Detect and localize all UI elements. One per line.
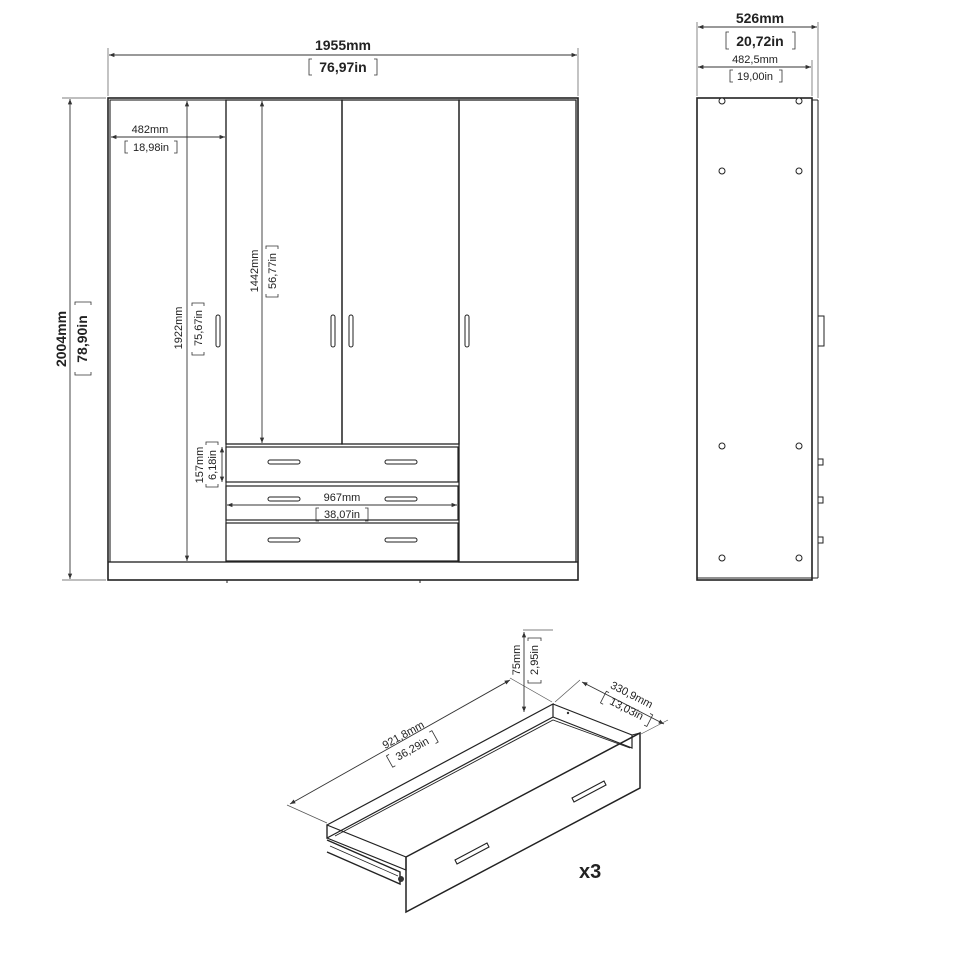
drawer-isometric-view: 921,8mm 36,29in 330,9mm 13,03in 75mm 2,9… [286, 629, 669, 914]
drawer-handle [384, 459, 418, 465]
total-depth-mm: 526mm [736, 10, 784, 26]
total-height-in: 78,90in [74, 315, 90, 362]
middle-right-door [341, 99, 460, 445]
shelf-hole [795, 167, 803, 175]
door-handle [215, 314, 221, 348]
front-view: 1955mm 76,97in 2004mm 78,90in 482mm 18,9… [53, 37, 579, 583]
drawer-handle [454, 842, 490, 865]
side-view: 526mm 20,72in 482,5mm 19,00in [696, 10, 825, 581]
drawer-handle [384, 496, 418, 502]
middle-door-height-mm: 1442mm [249, 250, 261, 293]
left-door-height-mm: 1922mm [173, 307, 185, 350]
shelf-hole [718, 442, 726, 450]
side-drawer-handle [818, 496, 824, 504]
drawer-depth-dimension-line [581, 681, 665, 725]
side-drawer-handle [818, 458, 824, 466]
total-depth-in: 20,72in [736, 33, 783, 49]
inner-depth-in: 19,00in [737, 71, 773, 83]
middle-left-door [225, 99, 343, 445]
drawer-height-in: 2,95in [529, 645, 541, 675]
drawer-handle [267, 496, 301, 502]
drawer-quantity: x3 [579, 861, 601, 883]
drawer-height-mm: 75mm [511, 645, 523, 676]
total-width-in: 76,97in [319, 59, 366, 75]
drawer-handle [267, 537, 301, 543]
drawer-length-dimension-line [289, 679, 511, 805]
wardrobe-carcass [107, 97, 579, 581]
door-handle [330, 314, 336, 348]
drawer-handle [571, 780, 607, 803]
drawer-width-mm: 967mm [324, 492, 361, 504]
drawer-front-panel [405, 731, 641, 914]
right-door [458, 99, 577, 563]
side-door-handle [818, 315, 825, 347]
side-drawer-handle [818, 536, 824, 544]
shelf-hole [795, 442, 803, 450]
drawer-runner [326, 839, 401, 886]
shelf-hole [718, 167, 726, 175]
left-door-width-in: 18,98in [133, 142, 169, 154]
side-panel [696, 97, 813, 581]
drawer-height-mm: 157mm [194, 447, 206, 484]
shelf-hole [718, 554, 726, 562]
shelf-hole [795, 97, 803, 105]
inner-depth-mm: 482,5mm [732, 54, 778, 66]
drawer-back-panel [326, 702, 554, 840]
drawer-handle [267, 459, 301, 465]
shelf-hole [795, 554, 803, 562]
left-door-width-mm: 482mm [132, 124, 169, 136]
drawer-height-in: 6,18in [207, 450, 219, 480]
left-door [109, 99, 227, 563]
total-width-mm: 1955mm [315, 37, 371, 53]
drawer-front-3 [225, 522, 459, 562]
middle-door-height-in: 56,77in [267, 253, 279, 289]
shelf-hole [718, 97, 726, 105]
left-door-height-in: 75,67in [193, 310, 205, 346]
door-handle [348, 314, 354, 348]
drawer-front-2 [225, 485, 459, 521]
drawer-front-1 [225, 446, 459, 483]
total-height-mm: 2004mm [53, 311, 69, 367]
drawer-handle [384, 537, 418, 543]
door-handle [464, 314, 470, 348]
drawer-width-in: 38,07in [324, 509, 360, 521]
